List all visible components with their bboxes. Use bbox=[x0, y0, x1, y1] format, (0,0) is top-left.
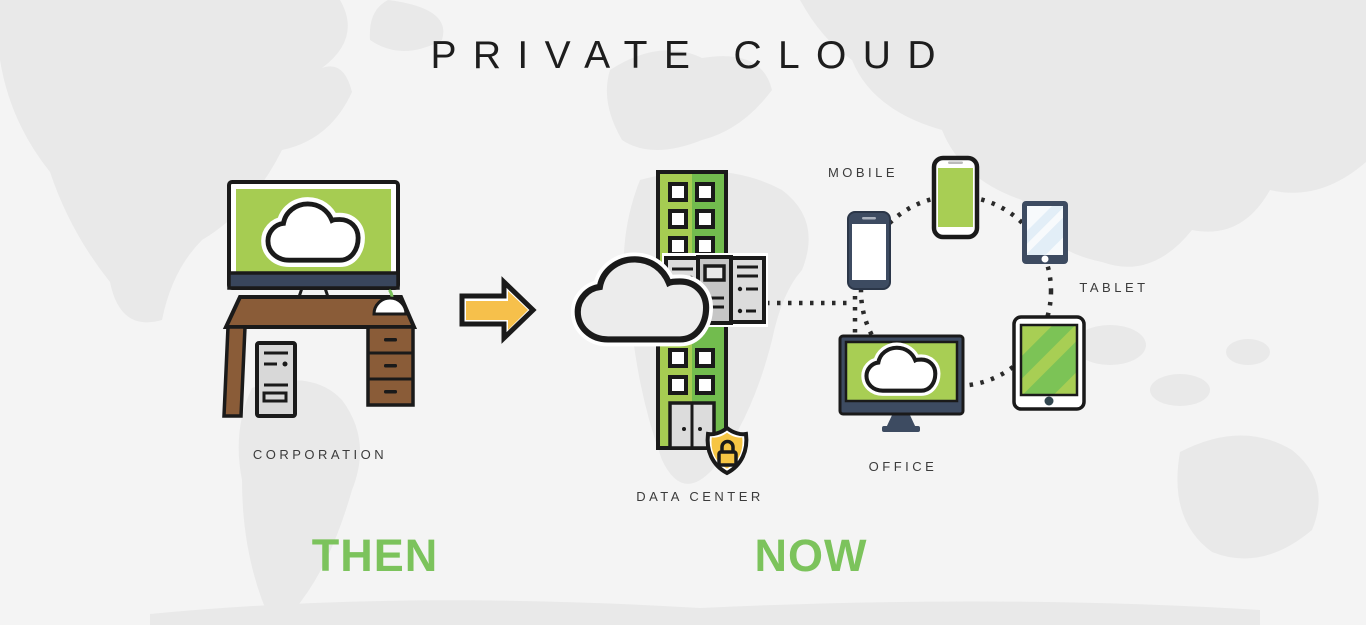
computer-tower-icon bbox=[255, 341, 297, 418]
device-ring-illustration bbox=[838, 155, 1086, 432]
tablet-label: TABLET bbox=[1079, 280, 1149, 295]
dotted-device-ring bbox=[858, 193, 1054, 389]
tablet-icon bbox=[1012, 315, 1086, 411]
smartphone-icon bbox=[931, 155, 980, 240]
shield-lock-icon bbox=[705, 425, 749, 476]
corporation-desk-illustration bbox=[222, 180, 418, 418]
arrow-right-icon bbox=[459, 276, 537, 344]
mouse-icon bbox=[372, 289, 408, 316]
corporation-label: CORPORATION bbox=[252, 447, 388, 462]
mobile-label: MOBILE bbox=[827, 165, 899, 180]
desk-icon bbox=[222, 295, 418, 418]
desktop-monitor-icon bbox=[838, 334, 965, 432]
smartphone-icon bbox=[847, 211, 891, 290]
dotted-connections bbox=[766, 193, 1054, 389]
office-label: OFFICE bbox=[868, 459, 938, 474]
tablet-icon bbox=[1022, 201, 1068, 264]
data-center-label: DATA CENTER bbox=[636, 489, 764, 504]
then-heading: THEN bbox=[311, 530, 439, 581]
desktop-monitor-icon bbox=[227, 180, 400, 290]
data-center-illustration bbox=[578, 170, 768, 476]
now-heading: NOW bbox=[754, 530, 868, 581]
building-windows bbox=[668, 182, 715, 395]
page-title: PRIVATE CLOUD bbox=[430, 34, 952, 77]
